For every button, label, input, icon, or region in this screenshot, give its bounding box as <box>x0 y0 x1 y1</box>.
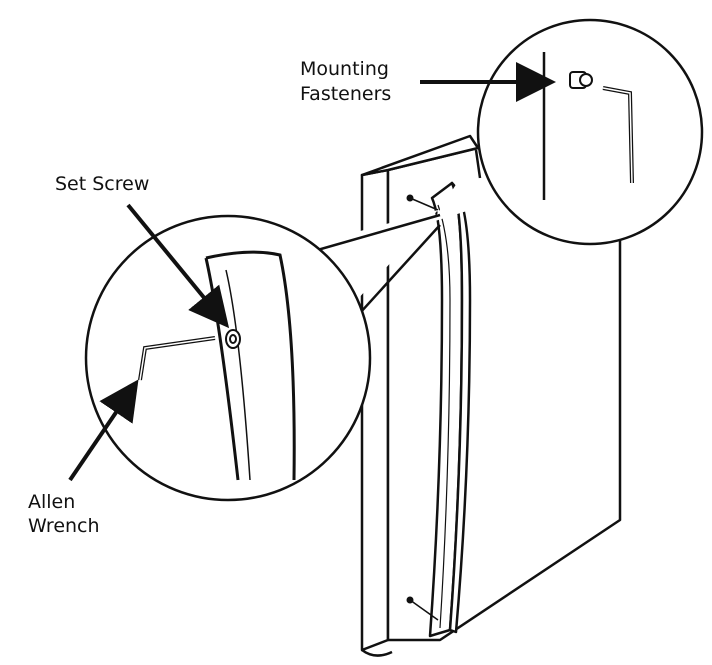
mounting-fasteners-label-line1: Mounting <box>300 58 389 80</box>
allen-wrench-label-line1: Allen <box>28 491 75 513</box>
set-screw-label: Set Screw <box>55 173 149 195</box>
mounting-fastener-icon <box>570 72 592 88</box>
mounting-fasteners-label-line2: Fasteners <box>300 83 391 105</box>
set-screw-icon <box>226 330 240 348</box>
allen-wrench-label-line2: Wrench <box>28 515 100 537</box>
